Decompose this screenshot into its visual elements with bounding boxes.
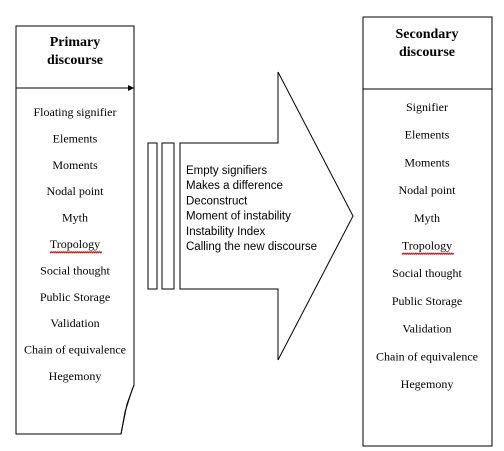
secondary-title-line1: Secondary xyxy=(396,27,459,42)
arrow-item: Moment of instability xyxy=(186,211,291,223)
spellcheck-underline xyxy=(401,252,455,256)
arrow-item: Makes a difference xyxy=(186,180,283,192)
secondary-title-line2: discourse xyxy=(399,45,455,60)
secondary-item: Tropology xyxy=(402,239,452,253)
primary-item: Tropology xyxy=(50,237,100,251)
primary-title-line1: Primary xyxy=(50,35,101,50)
vertical-bar-right xyxy=(161,142,175,290)
vertical-bar-left xyxy=(147,142,158,290)
secondary-item: Elements xyxy=(405,128,450,142)
secondary-item: Myth xyxy=(414,211,440,225)
secondary-item: Social thought xyxy=(392,266,462,280)
primary-item: Elements xyxy=(53,131,98,145)
secondary-item: Moments xyxy=(404,155,450,169)
primary-page-curl xyxy=(120,384,135,435)
primary-item: Nodal point xyxy=(47,184,105,198)
primary-item: Myth xyxy=(62,211,88,225)
divider-arrowhead xyxy=(128,85,134,91)
primary-item: Public Storage xyxy=(40,290,110,304)
primary-item: Social thought xyxy=(40,263,110,277)
primary-item: Chain of equivalence xyxy=(24,343,126,357)
spellcheck-underline xyxy=(49,250,103,254)
secondary-item: Public Storage xyxy=(392,294,462,308)
arrow-item: Calling the new discourse xyxy=(186,241,317,253)
secondary-item: Chain of equivalence xyxy=(376,349,478,363)
secondary-item: Hegemony xyxy=(401,377,454,391)
secondary-item: Signifier xyxy=(406,100,448,114)
arrow-item: Empty signifiers xyxy=(186,165,267,177)
secondary-item: Validation xyxy=(402,322,451,336)
primary-item: Moments xyxy=(52,158,98,172)
primary-title-line2: discourse xyxy=(47,53,103,68)
arrow-item: Deconstruct xyxy=(186,195,248,207)
primary-item: Floating signifier xyxy=(34,105,117,119)
arrow-item: Instability Index xyxy=(186,226,266,238)
transition-arrow xyxy=(179,71,354,361)
primary-item: Hegemony xyxy=(49,369,102,383)
primary-item: Validation xyxy=(50,316,99,330)
secondary-item: Nodal point xyxy=(399,183,457,197)
